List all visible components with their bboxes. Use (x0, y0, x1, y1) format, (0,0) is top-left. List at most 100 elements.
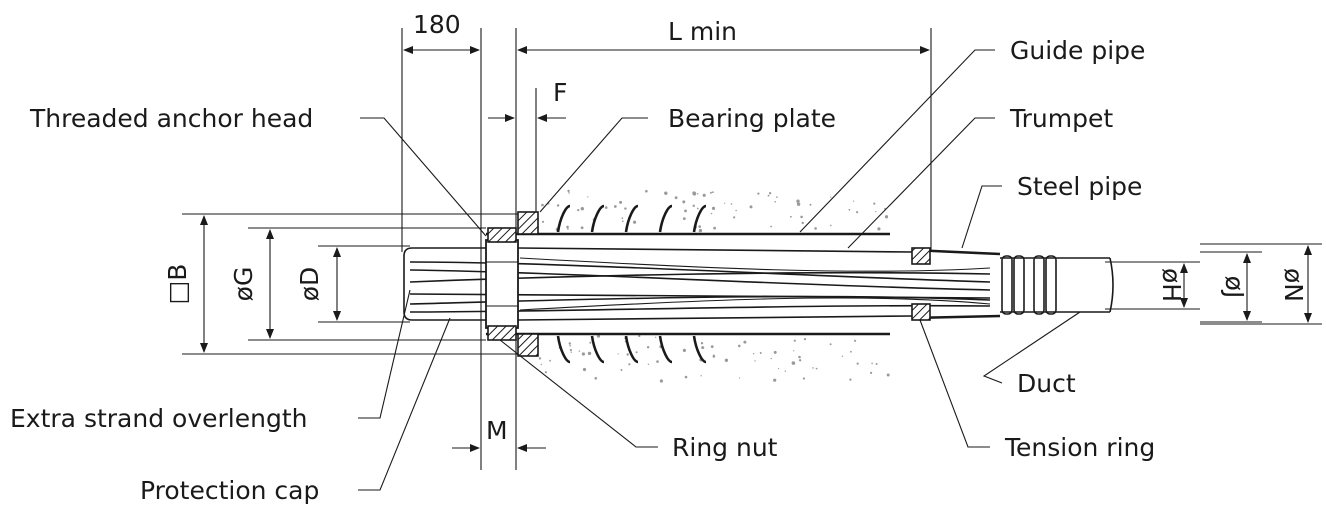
dim-b: □B (163, 213, 520, 355)
concrete-speck (886, 373, 890, 377)
concrete-speck (617, 353, 619, 355)
concrete-speck (570, 351, 572, 353)
dim-m-value: M (486, 416, 508, 445)
concrete-speckle (538, 189, 890, 383)
bearing-plate (517, 211, 539, 357)
concrete-speck (784, 370, 786, 372)
concrete-speck (853, 200, 855, 202)
concrete-speck (848, 208, 851, 211)
concrete-speck (567, 228, 569, 230)
concrete-speck (696, 207, 699, 210)
concrete-speck (569, 348, 573, 352)
concrete-speck (633, 220, 637, 224)
concrete-speck (712, 191, 714, 194)
concrete-speck (613, 205, 617, 208)
concrete-speck (696, 193, 699, 195)
trumpet (517, 247, 913, 321)
concrete-speck (622, 220, 624, 222)
concrete-speck (645, 189, 648, 193)
concrete-speck (749, 205, 753, 209)
strands (409, 257, 991, 313)
concrete-speck (594, 377, 598, 380)
concrete-speck (850, 350, 852, 353)
concrete-speck (568, 342, 571, 345)
concrete-speck (735, 209, 737, 212)
concrete-speck (682, 200, 686, 204)
concrete-speck (885, 216, 888, 219)
concrete-speck (854, 339, 857, 342)
protection-cap (403, 247, 486, 321)
concrete-speck (770, 357, 772, 360)
concrete-speck (698, 228, 703, 233)
concrete-speck (710, 212, 713, 215)
concrete-speck (587, 351, 592, 356)
concrete-speck (733, 216, 736, 219)
concrete-speck (702, 193, 706, 197)
concrete-speck (773, 350, 777, 354)
concrete-speck (621, 217, 624, 219)
concrete-speck (870, 371, 873, 374)
label-trumpet: Trumpet (1009, 104, 1113, 133)
concrete-speck (692, 204, 695, 207)
concrete-speck (743, 340, 747, 344)
dim-l-min: L min (515, 17, 932, 470)
label-steel-pipe: Steel pipe (1017, 172, 1142, 201)
concrete-speck (791, 361, 796, 365)
concrete-speck (541, 220, 545, 223)
concrete-speck (752, 353, 755, 355)
concrete-speck (589, 341, 592, 344)
concrete-speck (796, 199, 800, 203)
concrete-speck (549, 359, 551, 362)
concrete-speck (759, 352, 762, 354)
dim-overlength: 180 (401, 10, 482, 470)
dim-n-value: øN (1279, 268, 1308, 302)
label-protection-cap: Protection cap (140, 476, 319, 505)
concrete-speck (659, 379, 664, 383)
concrete-speck (567, 189, 570, 193)
concrete-speck (812, 367, 814, 369)
concrete-speck (647, 363, 650, 365)
concrete-speck (646, 346, 650, 349)
concrete-speck (569, 344, 571, 347)
concrete-speck (682, 217, 686, 221)
concrete-speck (793, 350, 795, 352)
concrete-speck (538, 357, 542, 360)
concrete-speck (628, 363, 631, 366)
concrete-speck (540, 363, 542, 366)
concrete-speck (774, 201, 776, 203)
concrete-speck (871, 362, 873, 365)
concrete-speck (624, 207, 627, 210)
concrete-speck (580, 207, 584, 211)
threaded-anchor-head (485, 239, 519, 329)
concrete-speck (709, 191, 712, 194)
ring-nut (487, 227, 517, 341)
concrete-speck (873, 202, 876, 205)
concrete-speck (712, 355, 716, 358)
concrete-speck (724, 202, 726, 204)
concrete-speck (793, 339, 796, 342)
label-duct: Duct (1017, 369, 1076, 398)
concrete-speck (578, 350, 581, 352)
concrete-speck (875, 211, 877, 213)
concrete-speck (773, 378, 777, 382)
label-guide-pipe: Guide pipe (1010, 36, 1145, 65)
dim-f: F (488, 78, 567, 230)
concrete-speck (730, 203, 733, 205)
concrete-speck (674, 196, 678, 200)
concrete-speck (556, 204, 560, 207)
label-bearing-plate: Bearing plate (668, 104, 836, 133)
concrete-speck (626, 353, 629, 356)
tension-ring (911, 247, 931, 321)
concrete-speck (856, 362, 859, 365)
label-ring-nut: Ring nut (672, 433, 778, 462)
concrete-speck (566, 225, 569, 229)
dim-d-value: øD (295, 267, 324, 302)
dim-overlength-value: 180 (413, 10, 461, 39)
concrete-speck (770, 225, 772, 228)
concrete-speck (767, 194, 770, 197)
concrete-speck (830, 196, 832, 198)
concrete-speck (724, 358, 729, 362)
dim-h: øH (1105, 261, 1200, 310)
concrete-speck (544, 371, 548, 374)
